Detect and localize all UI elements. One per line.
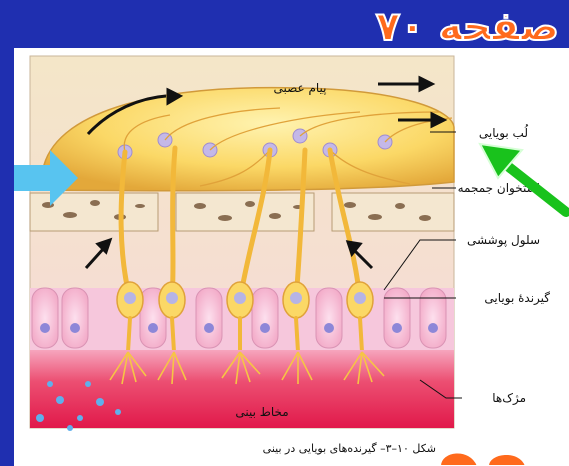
label-nasal-mucosa: مخاط بینی bbox=[235, 405, 288, 419]
olfactory-illustration bbox=[30, 56, 462, 431]
label-nerve-message: پیام عصبی bbox=[273, 81, 326, 95]
page-title: صفحه ۷۰ bbox=[376, 4, 559, 50]
label-cilia: مژک‌ها bbox=[492, 391, 526, 406]
label-olfactory-bulb: لُب بویایی bbox=[479, 123, 528, 141]
figure-caption: شکل ۱۰–۳– گیرنده‌های بویایی در بینی bbox=[263, 442, 436, 455]
cribriform-bone bbox=[30, 193, 454, 231]
label-epithelial-cell: سلول پوششی bbox=[467, 233, 540, 248]
label-olfactory-receptor: گیرندهٔ بویایی bbox=[484, 291, 550, 306]
